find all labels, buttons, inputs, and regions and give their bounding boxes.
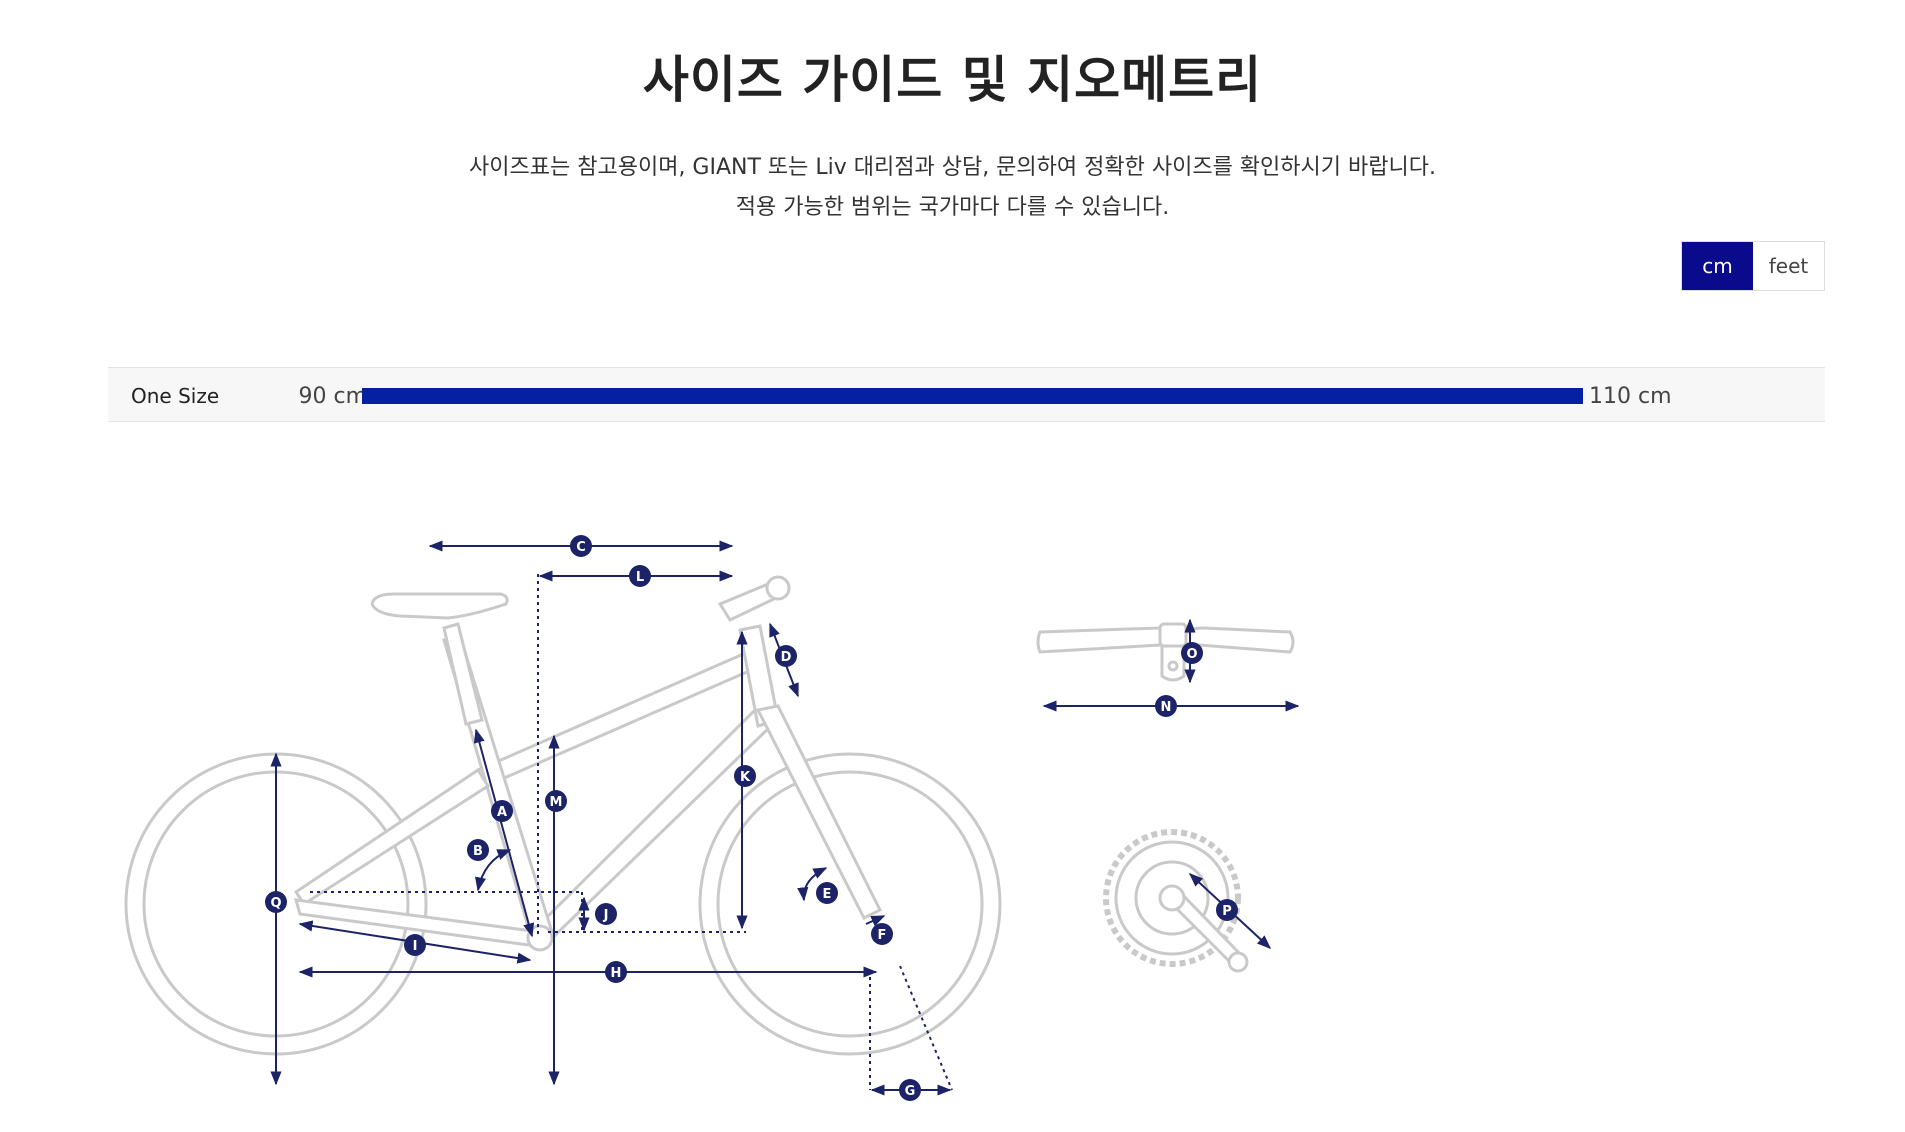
geometry-marker-label: C bbox=[576, 540, 586, 555]
geometry-marker-d: D bbox=[775, 645, 797, 667]
geometry-marker-n: N bbox=[1155, 695, 1177, 717]
geometry-marker-f: F bbox=[871, 923, 893, 945]
bottom-bracket bbox=[526, 924, 554, 952]
reference-lines bbox=[310, 574, 953, 1091]
geometry-marker-b: B bbox=[467, 839, 489, 861]
geometry-marker-label: F bbox=[878, 928, 887, 943]
geometry-marker-m: M bbox=[545, 790, 567, 812]
geometry-markers: A B C D E F G H I J K L M N O P Q bbox=[265, 535, 1238, 1101]
geometry-marker-j: J bbox=[595, 903, 617, 925]
front-wheel bbox=[698, 752, 1002, 1056]
geometry-marker-label: A bbox=[497, 805, 507, 820]
geometry-marker-l: L bbox=[629, 565, 651, 587]
size-name: One Size bbox=[131, 384, 220, 408]
geometry-marker-label: D bbox=[781, 650, 792, 665]
height-range-bar bbox=[362, 388, 1583, 404]
geometry-marker-label: Q bbox=[270, 896, 281, 911]
geometry-marker-label: O bbox=[1186, 647, 1197, 662]
geometry-marker-label: L bbox=[636, 570, 644, 585]
height-min: 90 cm bbox=[298, 384, 367, 409]
handlebar-illustration bbox=[1036, 622, 1295, 682]
geometry-marker-label: K bbox=[740, 770, 751, 785]
geometry-marker-label: I bbox=[413, 939, 418, 954]
geometry-marker-q: Q bbox=[265, 891, 287, 913]
geometry-marker-label: P bbox=[1222, 904, 1232, 919]
size-guide-description: 사이즈표는 참고용이며, GIANT 또는 Liv 대리점과 상담, 문의하여 … bbox=[0, 148, 1905, 228]
front-wheel-rim bbox=[716, 770, 984, 1038]
geometry-marker-h: H bbox=[605, 961, 627, 983]
geometry-marker-k: K bbox=[734, 765, 756, 787]
geometry-marker-label: M bbox=[550, 795, 563, 810]
geometry-marker-g: G bbox=[899, 1079, 921, 1101]
geometry-marker-label: G bbox=[905, 1084, 916, 1099]
bike-illustration bbox=[124, 575, 1002, 1056]
geometry-marker-a: A bbox=[491, 800, 513, 822]
description-line-2: 적용 가능한 범위는 국가마다 다를 수 있습니다. bbox=[735, 195, 1170, 220]
geometry-marker-i: I bbox=[404, 934, 426, 956]
geometry-marker-o: O bbox=[1181, 642, 1203, 664]
geometry-marker-e: E bbox=[816, 882, 838, 904]
size-row: One Size 90 cm 110 cm bbox=[108, 367, 1825, 422]
unit-feet-button[interactable]: feet bbox=[1753, 242, 1824, 290]
fork bbox=[755, 704, 883, 921]
geometry-marker-label: H bbox=[611, 966, 622, 981]
unit-toggle: cm feet bbox=[1681, 241, 1825, 291]
geometry-marker-p: P bbox=[1216, 899, 1238, 921]
geometry-marker-label: J bbox=[603, 908, 609, 923]
saddle bbox=[370, 592, 509, 620]
geometry-marker-label: N bbox=[1161, 700, 1172, 715]
seatpost bbox=[442, 622, 484, 726]
bar-end bbox=[765, 575, 791, 601]
description-line-1: 사이즈표는 참고용이며, GIANT 또는 Liv 대리점과 상담, 문의하여 … bbox=[469, 155, 1436, 180]
height-max: 110 cm bbox=[1589, 384, 1672, 409]
geometry-marker-label: E bbox=[823, 887, 832, 902]
page-title: 사이즈 가이드 및 지오메트리 bbox=[642, 51, 1263, 109]
seat-stay bbox=[293, 767, 491, 907]
unit-cm-button[interactable]: cm bbox=[1682, 242, 1753, 290]
geometry-marker-c: C bbox=[570, 535, 592, 557]
geometry-marker-label: B bbox=[473, 844, 483, 859]
geometry-diagram: A B C D E F G H I J K L M N O P Q bbox=[124, 535, 1300, 1101]
